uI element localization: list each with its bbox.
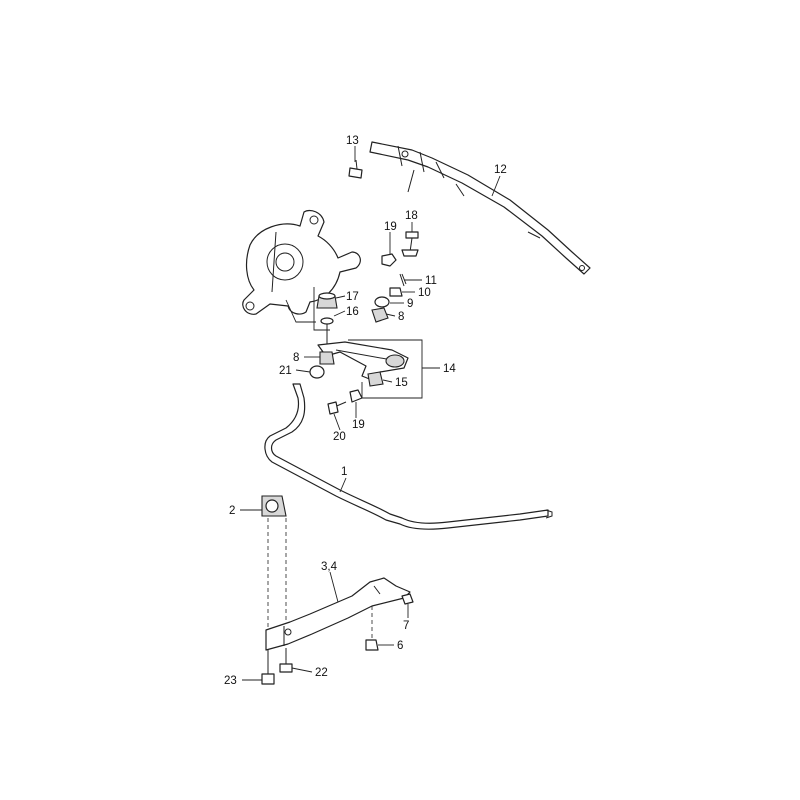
- callout-9: 9: [407, 298, 413, 310]
- callout-3-4: 3,4: [321, 561, 338, 573]
- callout-frame-14: [348, 339, 423, 399]
- callout-19-upper: 19: [384, 221, 397, 233]
- cotter-pin-11-part: [399, 273, 407, 287]
- callout-13: 13: [346, 135, 359, 147]
- callout-6: 6: [397, 640, 403, 652]
- nut-6-part: [365, 639, 379, 651]
- callout-12: 12: [494, 164, 507, 176]
- washer-9-part: [374, 296, 390, 308]
- bushing-8-lower-part: [319, 351, 335, 365]
- nut-19-part: [381, 253, 397, 267]
- callout-frame-16-17: [313, 287, 330, 331]
- callout-1: 1: [341, 466, 347, 478]
- callout-8-lower: 8: [293, 352, 299, 364]
- leader-lines: [240, 146, 501, 681]
- steering-knuckle-part: [242, 209, 361, 315]
- callout-17: 17: [346, 291, 359, 303]
- bolt-23-part: [261, 650, 275, 685]
- nut-19-lower-part: [349, 389, 363, 403]
- crossmember-bracket-part: [265, 577, 411, 651]
- callout-16: 16: [346, 306, 359, 318]
- strut-bar-part: [369, 141, 591, 275]
- ring-16-part: [320, 317, 334, 325]
- callout-20: 20: [333, 431, 346, 443]
- callout-23: 23: [224, 675, 237, 687]
- bushing-2-part: [261, 495, 287, 517]
- dust-boot-17-part: [316, 292, 338, 309]
- washer-21-part: [309, 365, 325, 379]
- stabilizer-bar-part: [264, 383, 553, 530]
- bushing-15-part: [367, 371, 384, 387]
- bolt-20-part: [327, 401, 347, 415]
- bushing-8-upper-part: [371, 307, 389, 323]
- callout-11: 11: [425, 275, 437, 287]
- callout-7: 7: [403, 620, 409, 632]
- callout-2: 2: [229, 505, 235, 517]
- lower-control-arm-part: [317, 341, 409, 381]
- callout-15: 15: [395, 377, 408, 389]
- callout-22: 22: [315, 667, 328, 679]
- callout-18: 18: [405, 210, 418, 222]
- callout-10: 10: [418, 287, 431, 299]
- callout-19-lower: 19: [352, 419, 365, 431]
- callout-14: 14: [443, 363, 456, 375]
- callout-8-upper: 8: [398, 311, 404, 323]
- nut-10-part: [389, 287, 403, 297]
- bolt-22-part: [279, 648, 293, 673]
- bolt-18-part: [401, 231, 419, 257]
- bolt-13-part: [348, 159, 363, 179]
- bolt-7-part: [401, 593, 414, 605]
- callout-21: 21: [279, 365, 292, 377]
